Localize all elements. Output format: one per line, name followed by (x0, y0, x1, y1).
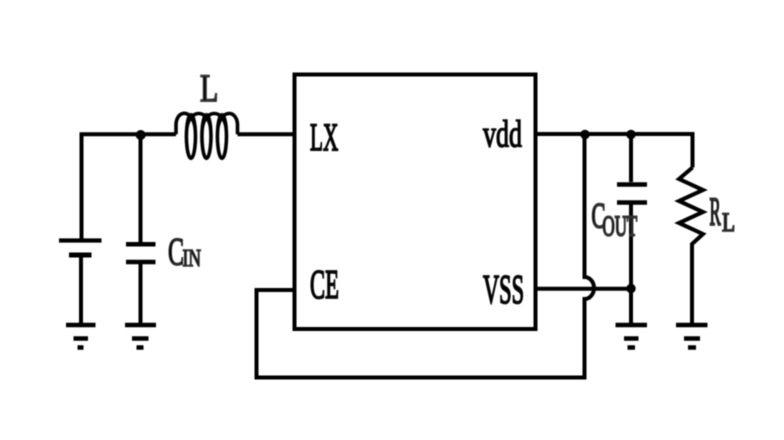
svg-text:R: R (710, 190, 722, 234)
svg-text:L: L (200, 66, 218, 110)
svg-text:vdd: vdd (483, 114, 522, 156)
svg-text:CE: CE (310, 262, 339, 308)
svg-text:IN: IN (182, 244, 200, 271)
svg-text:C: C (592, 197, 606, 236)
svg-text:LX: LX (310, 115, 338, 158)
svg-text:OUT: OUT (603, 211, 638, 243)
svg-text:L: L (722, 209, 735, 237)
svg-text:C: C (168, 231, 184, 274)
svg-text:VSS: VSS (483, 268, 524, 313)
